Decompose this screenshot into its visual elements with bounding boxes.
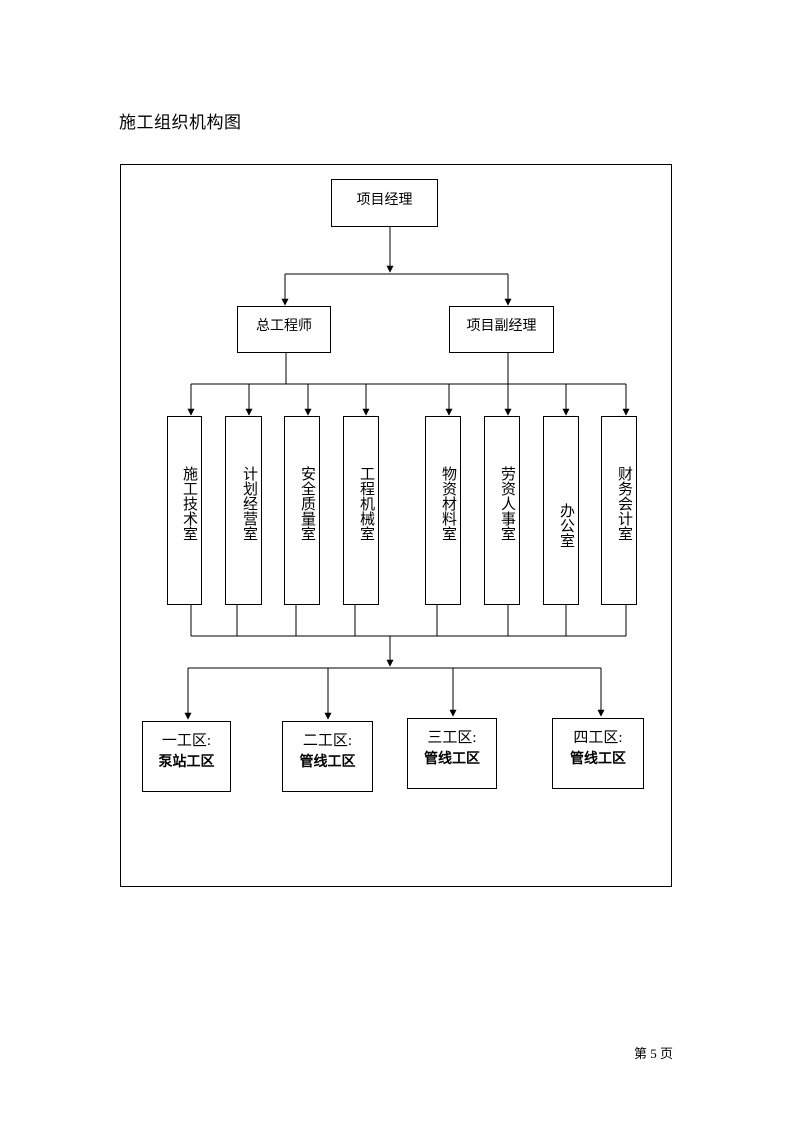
- dept-label: 施工技术室: [181, 465, 199, 541]
- node-chief-engineer: 总工程师: [237, 306, 331, 353]
- dept-label: 工程机械室: [358, 465, 376, 541]
- org-chart-frame: [120, 164, 672, 887]
- dept-machinery: 工程机械室: [343, 416, 379, 605]
- zone-1: 一工区: 泵站工区: [142, 721, 231, 792]
- zone-3: 三工区: 管线工区: [407, 718, 497, 789]
- zone-name: 二工区:: [302, 733, 353, 749]
- zone-function: 泵站工区: [158, 755, 215, 770]
- dept-label: 物资材料室: [440, 465, 458, 541]
- dept-construction-tech: 施工技术室: [167, 416, 202, 605]
- dept-personnel: 劳资人事室: [484, 416, 520, 605]
- node-label: 总工程师: [256, 318, 312, 334]
- dept-label: 财务会计室: [616, 465, 634, 541]
- dept-office: 办公室: [543, 416, 579, 605]
- node-deputy-manager: 项目副经理: [449, 306, 554, 353]
- zone-function: 管线工区: [424, 752, 480, 767]
- dept-label: 劳资人事室: [499, 465, 517, 541]
- node-project-manager: 项目经理: [331, 179, 438, 227]
- dept-label: 计划经营室: [241, 465, 259, 541]
- zone-name: 三工区:: [427, 730, 477, 746]
- node-label: 项目经理: [356, 192, 413, 208]
- zone-4: 四工区: 管线工区: [552, 718, 644, 789]
- dept-planning: 计划经营室: [225, 416, 262, 605]
- page-number: 第 5 页: [634, 1046, 674, 1061]
- dept-finance: 财务会计室: [601, 416, 637, 605]
- page-title: 施工组织机构图: [119, 113, 242, 133]
- zone-name: 四工区:: [573, 730, 623, 746]
- dept-materials: 物资材料室: [425, 416, 461, 605]
- node-label: 项目副经理: [466, 318, 537, 334]
- zone-function: 管线工区: [570, 752, 626, 767]
- zone-2: 二工区: 管线工区: [282, 721, 373, 792]
- zone-function: 管线工区: [299, 755, 356, 770]
- dept-safety-quality: 安全质量室: [284, 416, 320, 605]
- dept-label: 办公室: [558, 502, 576, 548]
- dept-label: 安全质量室: [299, 465, 317, 541]
- zone-name: 一工区:: [161, 733, 212, 749]
